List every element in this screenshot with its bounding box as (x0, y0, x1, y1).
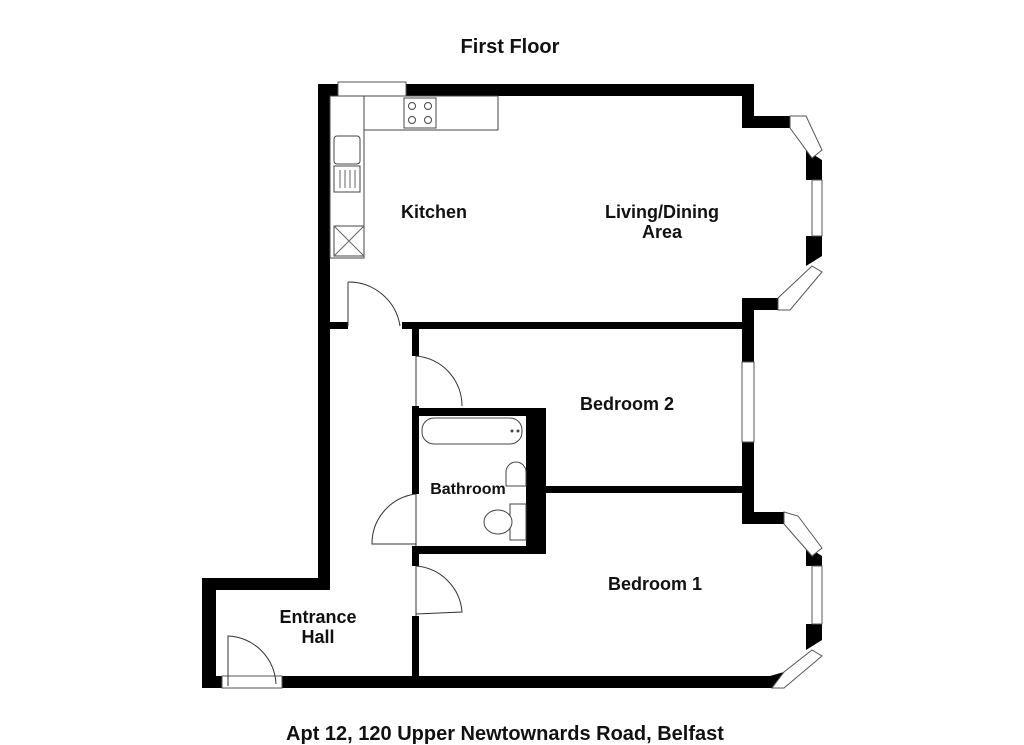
wall-right-2 (742, 298, 754, 362)
bay-upper-corner-a (806, 150, 822, 180)
bay-upper-corner-b (806, 236, 822, 266)
bay-lower-corner-b (806, 624, 822, 650)
hob-ring (408, 102, 416, 110)
wall-top (318, 84, 754, 96)
bay-window-upper-c (777, 265, 823, 311)
drainer-icon (333, 165, 361, 193)
wall-bottom (202, 676, 780, 688)
wall-right-3 (742, 442, 754, 524)
hob-ring (408, 116, 416, 124)
entrance-door-gap (221, 675, 283, 689)
drainer-lines (339, 170, 356, 188)
bathroom-wall-right (526, 408, 546, 554)
hob-icon (403, 97, 437, 129)
sink-icon (333, 135, 361, 165)
bathroom-wall-left (412, 408, 419, 494)
bay-window-lower-b (811, 565, 823, 625)
room-label-kitchen: Kitchen (401, 202, 467, 222)
room-label-living: Living/Dining (605, 202, 719, 222)
bay-window-upper-b (811, 179, 823, 237)
bathtub-icon (421, 417, 523, 445)
wall-step (202, 578, 330, 590)
bedroom2-door (415, 355, 463, 407)
bay-lower-top (742, 512, 784, 524)
entrance-door (227, 635, 277, 686)
bay-upper-top (742, 116, 790, 128)
bay-window-upper-a (789, 115, 823, 159)
bathroom-wall-top (412, 408, 546, 416)
room-label-living-2: Area (642, 222, 683, 242)
room-label-bathroom: Bathroom (430, 481, 506, 498)
wall-hall-a (412, 322, 419, 356)
hob-ring (424, 102, 432, 110)
bath-tap (510, 429, 514, 433)
kitchen-window (337, 81, 407, 97)
bedroom1-door (415, 565, 463, 616)
bath-tap (516, 429, 520, 433)
room-label-hall-2: Hall (301, 627, 334, 647)
room-label-bedroom2: Bedroom 2 (580, 394, 674, 414)
room-label-bedroom1: Bedroom 1 (608, 574, 702, 594)
bathroom-door (371, 493, 417, 546)
kitchen-door (347, 281, 401, 327)
appliance-cross (333, 225, 365, 257)
plan-title: First Floor (461, 36, 560, 58)
wall-hall-c (412, 554, 419, 566)
bay-window-lower-a (783, 511, 823, 557)
bathroom-wall-bottom (412, 546, 546, 554)
wall-left-upper (318, 84, 330, 584)
basin-icon (505, 461, 527, 487)
wall-living-bottom (402, 322, 754, 329)
wall-left-lower (202, 578, 216, 688)
bay-window-lower-c (771, 649, 823, 689)
wall-bed2-bed1 (546, 486, 754, 493)
plan-address: Apt 12, 120 Upper Newtownards Road, Belf… (286, 723, 724, 745)
room-label-hall: Entrance (279, 607, 356, 627)
wall-kitchen-stub (330, 322, 348, 329)
toilet-icon (483, 509, 513, 535)
bedroom2-window (741, 361, 755, 443)
wall-hall-d (412, 616, 419, 682)
hob-ring (424, 116, 432, 124)
